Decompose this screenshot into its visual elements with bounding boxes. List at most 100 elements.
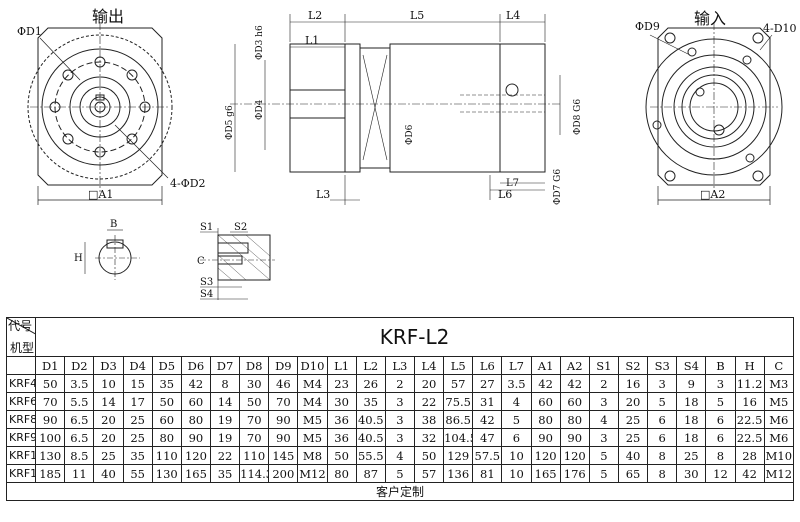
value-cell: 80 bbox=[180, 410, 211, 429]
value-cell: M6 bbox=[763, 428, 795, 447]
value-cell: M12 bbox=[763, 464, 795, 483]
value-cell: M3 bbox=[763, 374, 795, 393]
value-cell: 50 bbox=[239, 392, 270, 411]
d1-label: ΦD1 bbox=[17, 25, 42, 38]
value-cell: 15 bbox=[122, 374, 153, 393]
value-cell: 35 bbox=[122, 446, 153, 465]
l4-label: L4 bbox=[506, 9, 520, 22]
value-cell: M10 bbox=[763, 446, 795, 465]
value-cell: 5.5 bbox=[64, 392, 95, 411]
value-cell: 90 bbox=[559, 428, 590, 447]
column-header: L7 bbox=[501, 356, 532, 375]
column-header: C bbox=[763, 356, 795, 375]
value-cell: 90 bbox=[268, 428, 299, 447]
table-row: KRF40-L2503.51015354283046M4232622057273… bbox=[5, 374, 795, 393]
value-cell: 114.3 bbox=[239, 464, 270, 483]
value-cell: 16 bbox=[734, 392, 765, 411]
c-label: C bbox=[197, 256, 205, 267]
value-cell: 27 bbox=[472, 374, 503, 393]
h-label: H bbox=[74, 253, 83, 264]
value-cell: 23 bbox=[326, 374, 357, 393]
value-cell: 6 bbox=[647, 428, 678, 447]
value-cell: 70 bbox=[35, 392, 66, 411]
value-cell: 14 bbox=[209, 392, 241, 411]
value-cell: 30 bbox=[676, 464, 707, 483]
value-cell: 2 bbox=[384, 374, 415, 393]
value-cell: M5 bbox=[763, 392, 795, 411]
column-header: A1 bbox=[530, 356, 561, 375]
value-cell: 20 bbox=[413, 374, 445, 393]
value-cell: 22.5 bbox=[734, 428, 765, 447]
value-cell: 165 bbox=[530, 464, 561, 483]
value-cell: 60 bbox=[180, 392, 211, 411]
column-header: A2 bbox=[559, 356, 590, 375]
value-cell: 35 bbox=[151, 374, 182, 393]
value-cell: 90 bbox=[530, 428, 561, 447]
column-header: D10 bbox=[297, 356, 328, 375]
d9-label: ΦD9 bbox=[635, 20, 660, 33]
column-header: D3 bbox=[93, 356, 124, 375]
value-cell: 25 bbox=[676, 446, 707, 465]
value-cell: 120 bbox=[530, 446, 561, 465]
value-cell: 50 bbox=[35, 374, 66, 393]
value-cell: 42 bbox=[180, 374, 211, 393]
value-cell: M8 bbox=[297, 446, 328, 465]
value-cell: M5 bbox=[297, 410, 328, 429]
s2-label: S2 bbox=[234, 222, 247, 233]
b-label: B bbox=[110, 219, 117, 230]
d6-label: ΦD6 bbox=[405, 124, 415, 145]
value-cell: 8 bbox=[209, 374, 241, 393]
value-cell: 129 bbox=[443, 446, 474, 465]
value-cell: M5 bbox=[297, 428, 328, 447]
s4-label: S4 bbox=[200, 289, 213, 300]
table-row: KRF60-L2705.514175060145070M4303532275.5… bbox=[5, 392, 795, 411]
side-view bbox=[230, 14, 561, 205]
value-cell: M4 bbox=[297, 374, 328, 393]
value-cell: 8 bbox=[647, 464, 678, 483]
column-header: L4 bbox=[413, 356, 445, 375]
value-cell: 35 bbox=[209, 464, 241, 483]
value-cell: M12 bbox=[297, 464, 328, 483]
value-cell: 65 bbox=[617, 464, 649, 483]
column-header: D7 bbox=[209, 356, 241, 375]
table-row: KRF160-L218511405513016535114.3200M12808… bbox=[5, 464, 795, 483]
value-cell: 90 bbox=[268, 410, 299, 429]
value-cell: 14 bbox=[93, 392, 124, 411]
value-cell: 18 bbox=[676, 410, 707, 429]
value-cell: 87 bbox=[355, 464, 386, 483]
value-cell: 6 bbox=[501, 428, 532, 447]
value-cell: 32 bbox=[413, 428, 445, 447]
value-cell: 57 bbox=[443, 374, 474, 393]
model-cell: KRF60-L2 bbox=[5, 392, 37, 411]
value-cell: 120 bbox=[180, 446, 211, 465]
value-cell: 36 bbox=[326, 410, 357, 429]
value-cell: 46 bbox=[268, 374, 299, 393]
value-cell: 185 bbox=[35, 464, 66, 483]
value-cell: 80 bbox=[326, 464, 357, 483]
value-cell: 80 bbox=[530, 410, 561, 429]
input-label: 输入 bbox=[694, 9, 726, 28]
value-cell: 3 bbox=[384, 410, 415, 429]
column-header: L2 bbox=[355, 356, 386, 375]
value-cell: 4 bbox=[384, 446, 415, 465]
value-cell: 120 bbox=[559, 446, 590, 465]
model-cell: KRF120-L2 bbox=[5, 446, 37, 465]
value-cell: 176 bbox=[559, 464, 590, 483]
column-header: D5 bbox=[151, 356, 182, 375]
value-cell: 38 bbox=[413, 410, 445, 429]
value-cell: 75.5 bbox=[443, 392, 474, 411]
column-header: D1 bbox=[35, 356, 66, 375]
value-cell: 3 bbox=[384, 392, 415, 411]
model-cell: KRF80-L2 bbox=[5, 410, 37, 429]
d4-label: ΦD4 bbox=[255, 99, 265, 120]
value-cell: 104.5 bbox=[443, 428, 474, 447]
value-cell: 4 bbox=[588, 410, 619, 429]
value-cell: 60 bbox=[530, 392, 561, 411]
table-title-row: 代号 机型 KRF-L2 bbox=[5, 317, 794, 357]
table-row: KRF120-L21308.5253511012022110145M85055.… bbox=[5, 446, 795, 465]
value-cell: 81 bbox=[472, 464, 503, 483]
column-header: B bbox=[705, 356, 736, 375]
tapped-hole-detail bbox=[200, 228, 275, 300]
value-cell: 22 bbox=[413, 392, 445, 411]
table-title: KRF-L2 bbox=[35, 317, 794, 357]
